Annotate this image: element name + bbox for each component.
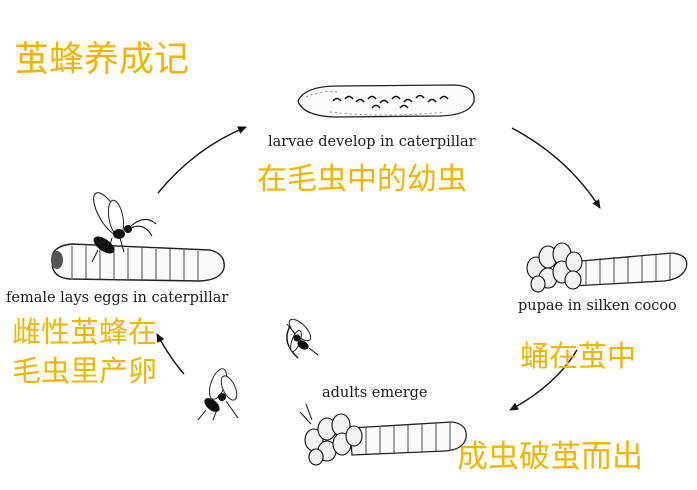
wasp-icon [286, 318, 319, 356]
caterpillar-icon [297, 84, 475, 118]
female-label-cn: 雌性茧蜂在 毛虫里产卵 [12, 313, 157, 391]
pupae-label-en: pupae in silken cocoo [518, 298, 677, 314]
arrow-icon [157, 126, 247, 194]
adults-label-cn: 成虫破茧而出 [457, 439, 643, 475]
female-label-en: female lays eggs in caterpillar [6, 290, 229, 306]
pupae-label-cn: 蛹在茧中 [520, 339, 637, 373]
page-title: 茧蜂养成记 [14, 40, 190, 80]
cocoon-icon [526, 242, 688, 293]
arrow-icon [509, 349, 578, 411]
female-label-cn-line2: 毛虫里产卵 [12, 354, 158, 389]
larvae-label-cn: 在毛虫中的幼虫 [257, 162, 467, 197]
larvae-label-en: larvae develop in caterpillar [268, 134, 476, 150]
wasp-icon [197, 368, 239, 421]
caterpillar-icon [51, 243, 225, 282]
arrow-icon [511, 127, 601, 209]
arrow-icon [156, 333, 185, 375]
wasp-icon [91, 192, 157, 263]
adults-label-en: adults emerge [322, 385, 428, 401]
female-label-cn-line1: 雌性茧蜂在 [12, 315, 158, 349]
arrow-icon [286, 325, 299, 359]
cocoon-icon [299, 403, 467, 466]
